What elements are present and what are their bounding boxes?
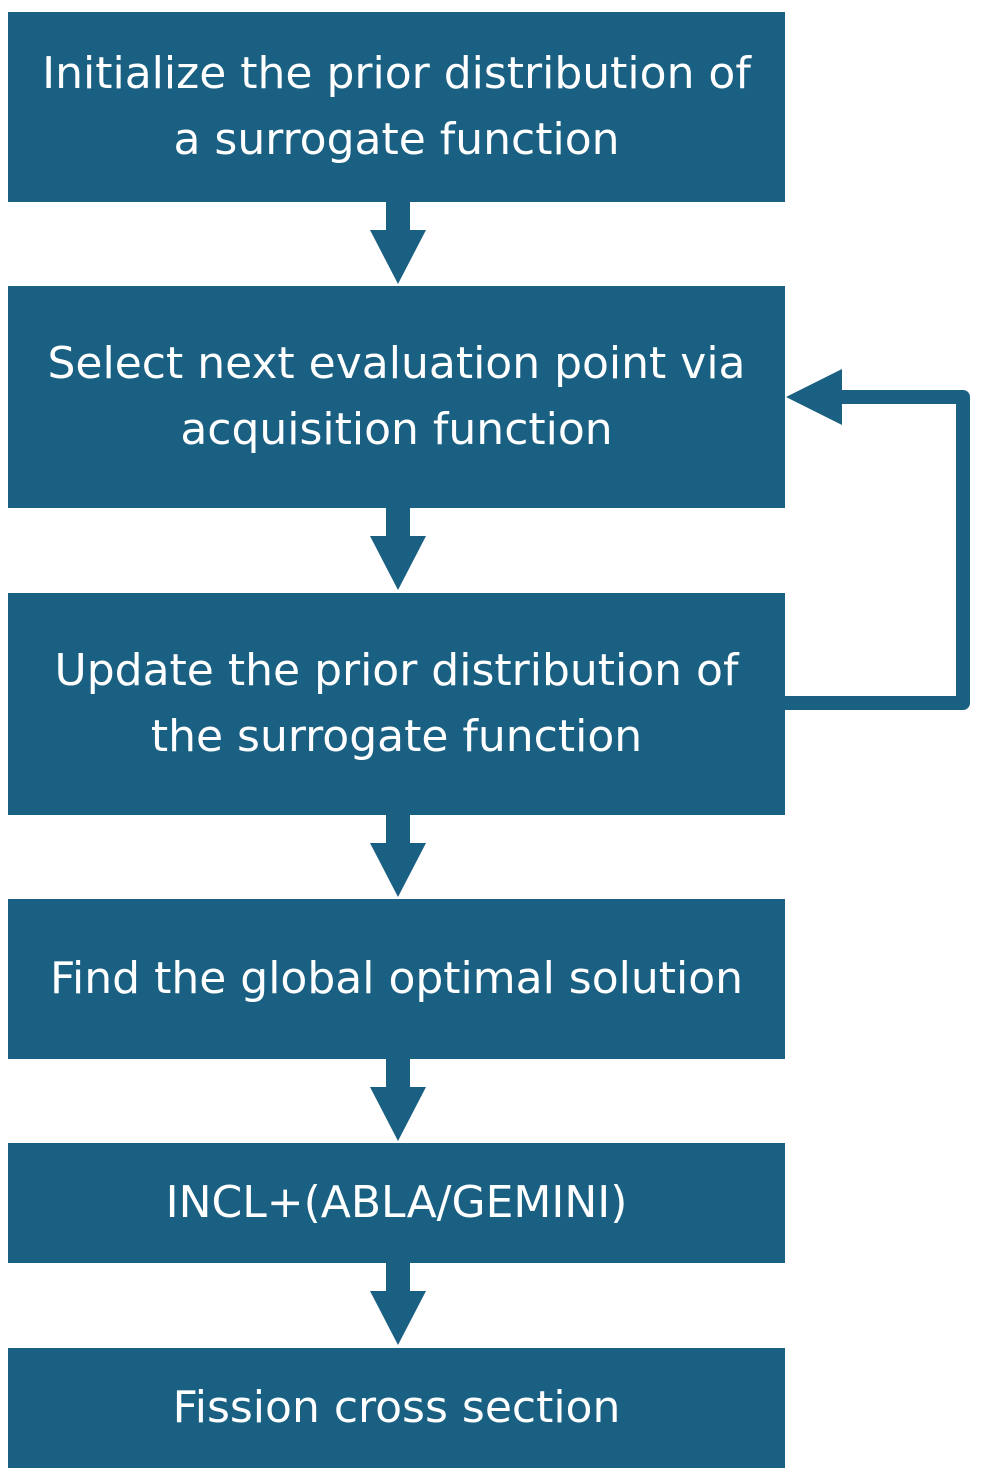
- feedback-loop-arrow: [785, 369, 970, 710]
- step-find-global-optimum: Find the global optimal solution: [8, 899, 785, 1059]
- down-arrow-2: [370, 508, 426, 590]
- down-arrow-4: [370, 1059, 426, 1141]
- step-text: INCL+(ABLA/GEMINI): [165, 1177, 628, 1228]
- step-text: Fission cross section: [172, 1382, 621, 1433]
- step-text-line-2: the surrogate function: [150, 711, 643, 762]
- step-update-prior: Update the prior distribution of the sur…: [8, 593, 785, 815]
- step-select-next-point: Select next evaluation point via acquisi…: [8, 286, 785, 508]
- down-arrow-1: [370, 202, 426, 284]
- step-text: Select next evaluation point via acquisi…: [47, 331, 745, 463]
- step-text-line-2: a surrogate function: [173, 114, 620, 165]
- step-fission-cross-section: Fission cross section: [8, 1348, 785, 1468]
- step-initialize-prior: Initialize the prior distribution of a s…: [8, 12, 785, 202]
- step-text-line-1: Update the prior distribution of: [54, 645, 739, 696]
- step-text-line-2: acquisition function: [180, 404, 613, 455]
- step-incl-abla-gemini: INCL+(ABLA/GEMINI): [8, 1143, 785, 1263]
- step-text-line-1: Select next evaluation point via: [47, 338, 746, 389]
- step-text: Update the prior distribution of the sur…: [55, 638, 739, 770]
- step-text-line-1: Initialize the prior distribution of: [42, 48, 751, 99]
- down-arrow-3: [370, 815, 426, 897]
- down-arrow-5: [370, 1263, 426, 1345]
- step-text: Initialize the prior distribution of a s…: [42, 41, 751, 173]
- step-text: Find the global optimal solution: [49, 953, 744, 1004]
